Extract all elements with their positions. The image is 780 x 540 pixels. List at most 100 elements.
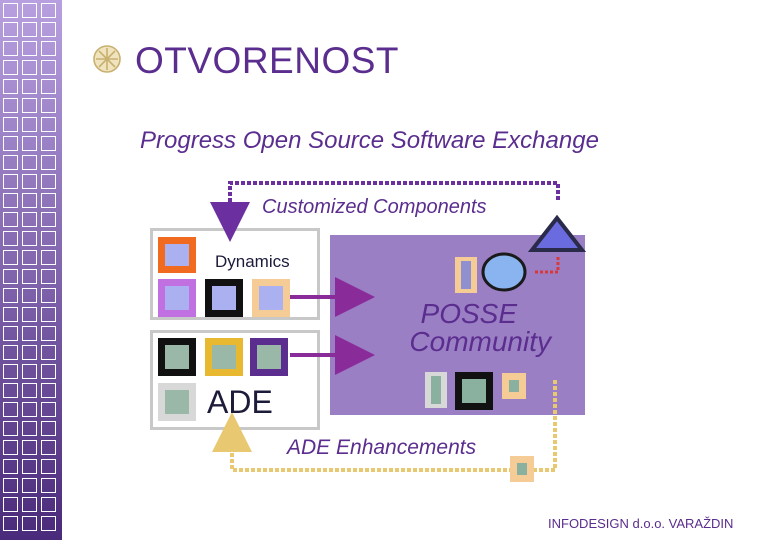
grid-cell (3, 440, 18, 455)
grid-cell (3, 383, 18, 398)
grid-cell (41, 307, 56, 322)
grid-cell (41, 326, 56, 341)
grid-cell (22, 364, 37, 379)
grid-cell (3, 478, 18, 493)
grid-cell (22, 345, 37, 360)
grid-cell (22, 250, 37, 265)
grid-cell (41, 22, 56, 37)
grid-cell (3, 269, 18, 284)
grid-cell (41, 60, 56, 75)
ade-square-gold (205, 338, 243, 376)
grid-cell (41, 345, 56, 360)
grid-cell (3, 155, 18, 170)
grid-cell (41, 193, 56, 208)
grid-cell (41, 117, 56, 132)
dynamics-square-orange (158, 237, 196, 273)
grid-cell (3, 136, 18, 151)
grid-cell (3, 307, 18, 322)
grid-cell (3, 22, 18, 37)
grid-cell (3, 402, 18, 417)
ade-square-grey (158, 383, 196, 421)
customized-components-loop (210, 181, 560, 242)
grid-cell (3, 117, 18, 132)
posse-label-line1: POSSE (420, 298, 517, 329)
grid-cell (41, 497, 56, 512)
grid-cell (22, 516, 37, 531)
grid-cell (22, 421, 37, 436)
grid-cell (3, 231, 18, 246)
grid-cell (22, 288, 37, 303)
ade-square-purple (250, 338, 288, 376)
grid-cell (41, 383, 56, 398)
grid-cell (3, 193, 18, 208)
ade-enhancements-loop (212, 380, 557, 472)
dynamics-square-black (205, 279, 243, 317)
grid-cell (22, 383, 37, 398)
grid-cell (22, 402, 37, 417)
grid-cell (41, 136, 56, 151)
grid-cell (3, 41, 18, 56)
grid-cell (22, 174, 37, 189)
grid-cell (41, 250, 56, 265)
grid-cell (41, 174, 56, 189)
posse-bar-grey (425, 372, 447, 408)
triangle-icon (527, 214, 587, 252)
grid-cell (41, 155, 56, 170)
grid-cell (22, 497, 37, 512)
grid-cell (22, 60, 37, 75)
grid-cell (3, 98, 18, 113)
slide-subtitle: Progress Open Source Software Exchange (140, 127, 599, 154)
grid-cell (41, 3, 56, 18)
grid-cell (22, 3, 37, 18)
footer-credit: INFODESIGN d.o.o. VARAŽDIN (548, 516, 734, 531)
grid-cell (22, 79, 37, 94)
grid-cell (22, 212, 37, 227)
grid-cell (3, 497, 18, 512)
grid-cell (22, 117, 37, 132)
dynamics-square-violet (158, 279, 196, 317)
grid-cell (22, 98, 37, 113)
grid-cell (41, 402, 56, 417)
grid-cell (41, 459, 56, 474)
grid-cell (41, 516, 56, 531)
customized-components-label: Customized Components (262, 196, 487, 218)
grid-cell (3, 212, 18, 227)
grid-cell (3, 60, 18, 75)
decorative-grid (0, 0, 62, 540)
grid-cell (41, 364, 56, 379)
grid-cell (41, 288, 56, 303)
ade-enhancements-label: ADE Enhancements (287, 436, 477, 459)
grid-cell (3, 326, 18, 341)
grid-cell (41, 440, 56, 455)
grid-cell (41, 478, 56, 493)
slide-title: OTVORENOST (135, 40, 400, 81)
grid-cell (41, 269, 56, 284)
posse-label-line2: Community (409, 326, 551, 357)
grid-cell (41, 79, 56, 94)
grid-cell (22, 22, 37, 37)
posse-square-peach (502, 373, 526, 399)
grid-cell (41, 98, 56, 113)
grid-cell (22, 193, 37, 208)
grid-cell (3, 459, 18, 474)
ade-square-black (158, 338, 196, 376)
circle-icon (481, 252, 527, 292)
posse-square-black (455, 372, 493, 410)
posse-bar-peach (455, 257, 477, 293)
grid-cell (3, 79, 18, 94)
grid-cell (22, 478, 37, 493)
grid-cell (3, 345, 18, 360)
grid-cell (41, 231, 56, 246)
dynamics-square-peach (252, 279, 290, 317)
grid-cell (3, 421, 18, 436)
grid-cell (22, 136, 37, 151)
ade-label: ADE (207, 384, 273, 420)
grid-cell (3, 288, 18, 303)
grid-cell (22, 155, 37, 170)
posse-community-label: POSSE Community (330, 300, 585, 356)
grid-cell (22, 440, 37, 455)
grid-cell (22, 231, 37, 246)
grid-cell (41, 212, 56, 227)
grid-cell (3, 364, 18, 379)
